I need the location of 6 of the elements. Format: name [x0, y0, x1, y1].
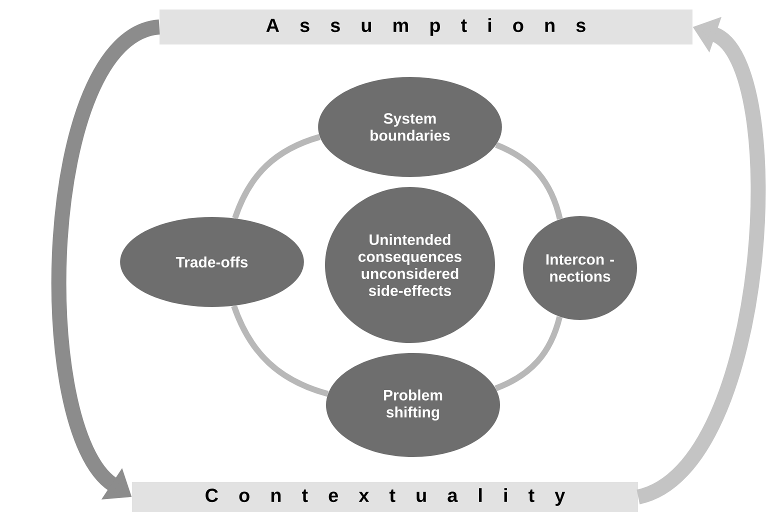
ring-arc — [232, 134, 321, 220]
ring-arc — [494, 142, 563, 220]
ring-arc — [231, 304, 329, 397]
heading-band: A s s u m p t i o n s — [160, 10, 692, 44]
heading-band: C o n t e x t u a l i t y — [132, 482, 638, 512]
ring-arc — [494, 316, 563, 392]
